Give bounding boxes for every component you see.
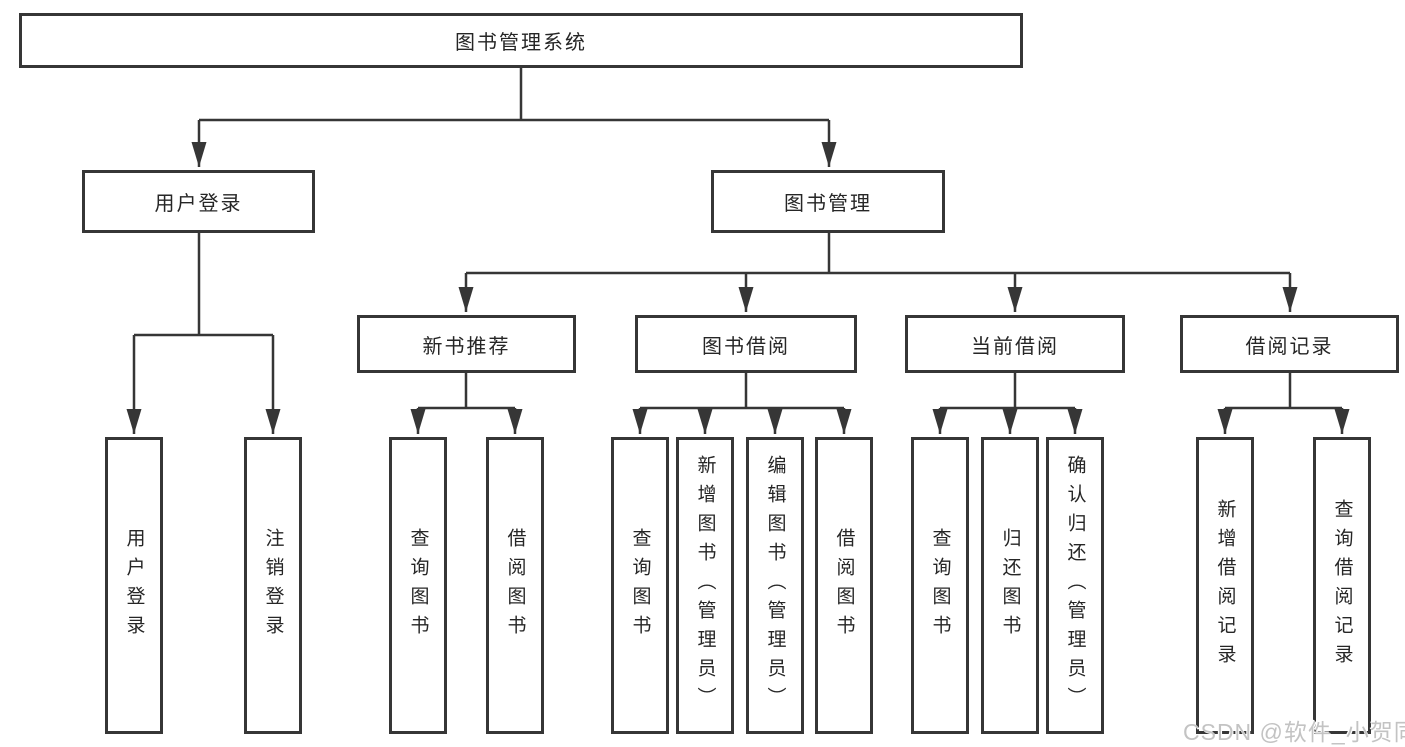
leaf-confirm-return-admin: 确认归还（管理员） [1046,437,1104,734]
leaf-add-book-admin: 新增图书（管理员） [676,437,734,734]
leaf-query-borrow-record: 查询借阅记录 [1313,437,1371,734]
connector-book-management-trunk [466,233,1290,275]
node-root: 图书管理系统 [19,13,1023,68]
leaf-user-login: 用户登录 [105,437,163,734]
connector-current-borrowing-trunk [940,373,1075,410]
connector-user-login-trunk [134,233,273,337]
leaf-borrow-books-2: 借阅图书 [815,437,873,734]
connector-book-borrowing-trunk [640,373,844,410]
leaf-edit-book-admin: 编辑图书（管理员） [746,437,804,734]
leaf-query-books-2: 查询图书 [611,437,669,734]
node-borrowing-records: 借阅记录 [1180,315,1399,373]
node-book-borrowing: 图书借阅 [635,315,857,373]
leaf-query-books-3: 查询图书 [911,437,969,734]
node-new-book-recommend: 新书推荐 [357,315,576,373]
node-book-management: 图书管理 [711,170,945,233]
leaf-add-borrow-record: 新增借阅记录 [1196,437,1254,734]
node-current-borrowing: 当前借阅 [905,315,1125,373]
leaf-logout: 注销登录 [244,437,302,734]
connector-new-book-recommend-trunk [418,373,515,410]
leaf-borrow-books-1: 借阅图书 [486,437,544,734]
leaf-query-books-1: 查询图书 [389,437,447,734]
connector-borrowing-records-trunk [1225,373,1342,410]
leaf-return-books: 归还图书 [981,437,1039,734]
connector-root-trunk [199,68,829,122]
node-user-login: 用户登录 [82,170,315,233]
csdn-watermark: CSDN @软件_小贺同学 [1183,719,1405,745]
